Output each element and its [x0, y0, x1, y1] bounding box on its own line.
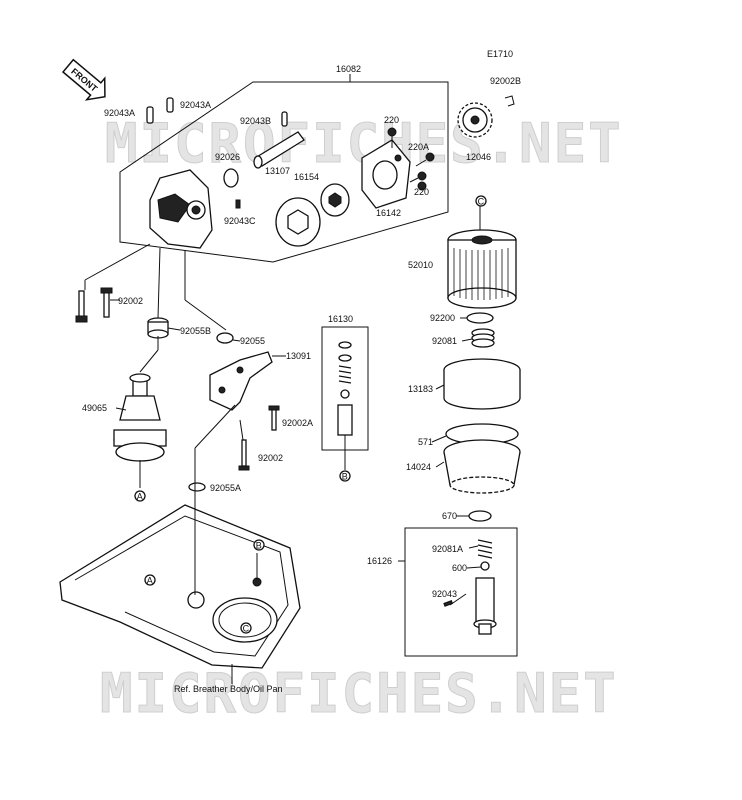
marker-C-2: C: [240, 622, 252, 634]
pump-sprocket-12046: [457, 102, 493, 138]
oil-pipe-13091: [209, 351, 273, 411]
filter-cover-13183: [443, 358, 521, 410]
relief-valve-16126: [443, 539, 497, 635]
callout-13091: 13091: [286, 351, 311, 361]
clip-92002B: [504, 95, 515, 107]
oil-seal-92055B: [147, 317, 169, 339]
svg-text:A: A: [147, 575, 153, 585]
callout-220-2: 220: [414, 187, 429, 197]
callout-labels: 16082 92002B 92043A 92043A 92043B 220 22…: [82, 64, 521, 599]
reference-note: Ref. Breather Body/Oil Pan: [174, 684, 283, 694]
washer-92200: [466, 312, 494, 324]
callout-52010: 52010: [408, 260, 433, 270]
o-ring-670: [468, 510, 492, 522]
svg-text:C: C: [478, 196, 485, 206]
svg-text:B: B: [342, 471, 348, 481]
callout-12046: 12046: [466, 152, 491, 162]
leader-lines: [84, 206, 481, 595]
pin-92043B: [281, 111, 288, 127]
circlip-92026: [223, 168, 239, 188]
callout-92026: 92026: [215, 152, 240, 162]
callout-16082: 16082: [336, 64, 361, 74]
oil-strainer-49065: [113, 373, 167, 462]
callout-16154: 16154: [294, 172, 319, 182]
callout-92002-2: 92002: [258, 453, 283, 463]
watermark-bottom: MICROFICHES.NET: [100, 662, 618, 725]
callout-92043A-1: 92043A: [104, 108, 135, 118]
pin-92043C: [235, 199, 241, 209]
marker-A-1: A: [134, 490, 146, 502]
callout-92081A: 92081A: [432, 544, 463, 554]
callout-49065: 49065: [82, 403, 107, 413]
callout-92002B: 92002B: [490, 76, 521, 86]
callout-220A: 220A: [408, 142, 429, 152]
oil-pan: [59, 504, 301, 669]
bolts-92002A: [238, 405, 280, 471]
relief-valve-16130: [337, 341, 353, 436]
diagram-code: E1710: [487, 49, 513, 59]
oil-filter-52010: [447, 229, 517, 309]
callout-13107: 13107: [265, 166, 290, 176]
watermark-top: MICROFICHES.NET: [105, 112, 623, 175]
pump-rotor-16154: [275, 183, 350, 247]
callout-92081: 92081: [432, 336, 457, 346]
relief-valve-kit-frame: [404, 527, 518, 657]
filter-holder-14024: [443, 439, 521, 494]
callout-92043: 92043: [432, 589, 457, 599]
o-ring-92055A: [188, 482, 206, 492]
callout-600: 600: [452, 563, 467, 573]
svg-text:A: A: [137, 491, 143, 501]
callout-16142: 16142: [376, 208, 401, 218]
callout-670: 670: [442, 511, 457, 521]
o-ring-92055: [216, 332, 234, 344]
callout-92002-1: 92002: [118, 296, 143, 306]
callout-92002A: 92002A: [282, 418, 313, 428]
oil-pump-assembly-frame: [119, 81, 449, 263]
callout-220-1: 220: [384, 115, 399, 125]
callout-571: 571: [418, 437, 433, 447]
marker-B-1: B: [339, 470, 351, 482]
marker-C-1: C: [475, 195, 487, 207]
callout-14024: 14024: [406, 462, 431, 472]
callout-92200: 92200: [430, 313, 455, 323]
callout-92055B: 92055B: [180, 326, 211, 336]
callout-92043C: 92043C: [224, 216, 256, 226]
oil-pump-body: [149, 169, 213, 249]
bolt-92002-left: [75, 287, 113, 323]
pump-shaft-13107: [253, 131, 305, 169]
callout-16126: 16126: [367, 556, 392, 566]
dowel-pin-92043A-2: [166, 97, 174, 113]
spring-92081: [471, 328, 495, 348]
callout-13183: 13183: [408, 384, 433, 394]
svg-text:C: C: [243, 623, 250, 633]
callout-92055: 92055: [240, 336, 265, 346]
bolts-220: [387, 127, 435, 191]
front-arrow-icon: FRONT: [61, 58, 106, 101]
callout-16130: 16130: [328, 314, 353, 324]
svg-text:B: B: [256, 540, 262, 550]
callout-92043B: 92043B: [240, 116, 271, 126]
callout-92043A-2: 92043A: [180, 100, 211, 110]
dowel-pin-92043A-1: [146, 106, 154, 124]
pump-cover-16142: [361, 139, 411, 209]
marker-A-2: A: [144, 574, 156, 586]
callout-92055A: 92055A: [210, 483, 241, 493]
marker-B-2: B: [253, 539, 265, 551]
